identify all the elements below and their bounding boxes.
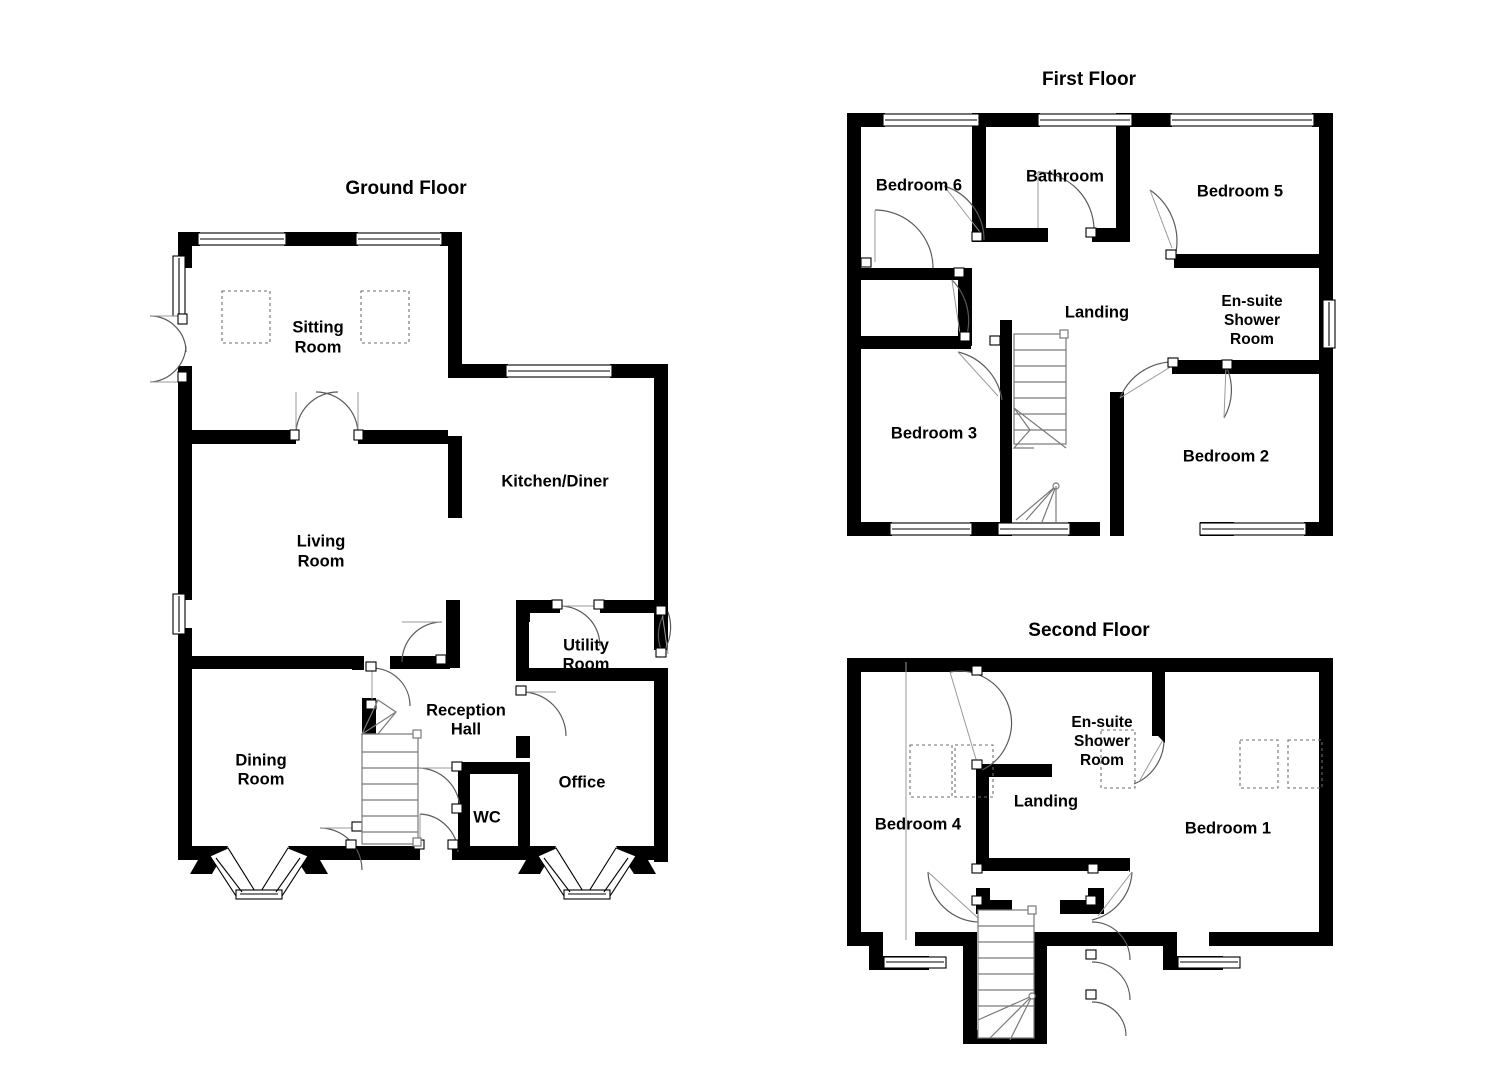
ground-floor-staircase [361,699,422,847]
room-label-ensuite-second-3: Room [1080,752,1124,769]
room-label-dining-room-2: Room [238,770,285,788]
room-label-ensuite-first-2: Shower [1224,312,1280,329]
first-floor-windows [882,113,1336,536]
ground-floor-room-labels: Sitting Room Living Room Kitchen/Diner U… [235,318,609,826]
room-label-bedroom-3: Bedroom 3 [891,424,977,442]
room-label-bathroom: Bathroom [1026,167,1104,185]
room-label-bedroom-5: Bedroom 5 [1197,182,1283,200]
ground-floor-walls [178,232,668,862]
room-label-reception-hall: Reception [426,701,506,719]
first-floor-drawing: Bedroom 6 Bathroom Bedroom 5 Landing En-… [847,113,1336,536]
room-label-dining-room: Dining [235,751,286,769]
first-floor-plan: First Floor [820,0,1380,600]
ground-floor-bay-windows [190,846,656,900]
second-floor-staircase [977,905,1037,1041]
room-label-utility-room: Utility [563,636,610,654]
second-floor-alcove-markers [905,662,1323,940]
ground-floor-plan: Ground Floor [0,0,740,1000]
second-floor-windows [883,956,1241,969]
room-label-landing-first: Landing [1065,303,1129,321]
room-label-living-room: Living [297,532,346,550]
room-label-ensuite-second-2: Shower [1074,733,1130,750]
room-label-ensuite-second: En-suite [1071,714,1133,731]
room-label-reception-hall-2: Hall [451,720,481,738]
room-label-wc: WC [473,808,501,826]
room-label-bedroom-2: Bedroom 2 [1183,447,1269,465]
room-label-sitting-room: Sitting [292,318,343,336]
first-floor-staircase [1012,329,1069,523]
ground-floor-windows [172,232,613,635]
room-label-utility-room-2: Room [563,655,610,673]
second-floor-room-labels: En-suite Shower Room Landing Bedroom 4 B… [875,714,1271,837]
ground-floor-title: Ground Floor [345,178,467,199]
first-floor-doors[interactable] [860,171,1233,419]
room-label-bedroom-4: Bedroom 4 [875,815,962,833]
room-label-kitchen-diner: Kitchen/Diner [501,472,609,490]
first-floor-title: First Floor [1042,69,1136,90]
first-floor-walls [847,113,1333,536]
room-label-ensuite-first: En-suite [1221,293,1283,310]
room-label-bedroom-6: Bedroom 6 [876,176,962,194]
second-floor-title: Second Floor [1028,620,1150,641]
second-floor-doors[interactable] [927,665,1165,1037]
room-label-landing-second: Landing [1014,792,1078,810]
ground-floor-alcove-markers [221,290,410,344]
second-floor-drawing: En-suite Shower Room Landing Bedroom 4 B… [847,658,1333,1044]
ground-floor-drawing: Sitting Room Living Room Kitchen/Diner U… [149,232,672,900]
room-label-bedroom-1: Bedroom 1 [1185,819,1271,837]
room-label-ensuite-first-3: Room [1230,331,1274,348]
first-floor-room-labels: Bedroom 6 Bathroom Bedroom 5 Landing En-… [876,167,1283,465]
room-label-living-room-2: Room [298,552,345,570]
room-label-office: Office [559,773,606,791]
second-floor-plan: Second Floor [820,600,1380,1080]
room-label-sitting-room-2: Room [295,338,342,356]
